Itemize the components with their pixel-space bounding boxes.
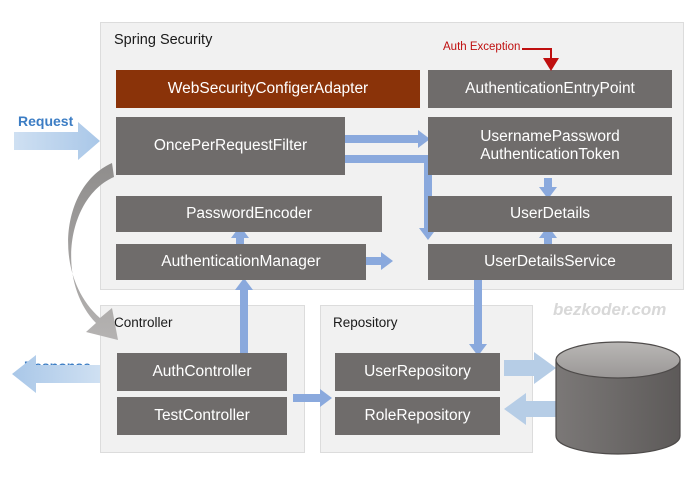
arrow-filter-to-token-shaft xyxy=(345,135,422,143)
arrow-authmanager-to-userdetailsservice-shaft xyxy=(366,257,384,265)
component-username-password-authentication-token[interactable]: UsernamePassword AuthenticationToken xyxy=(428,117,672,175)
panel-title-spring-security: Spring Security xyxy=(114,32,213,48)
arrow-authcontroller-to-authmanager-shaft xyxy=(240,285,248,353)
component-user-details[interactable]: UserDetails xyxy=(428,196,672,232)
auth-exception-arrowhead xyxy=(543,58,559,71)
component-password-encoder[interactable]: PasswordEncoder xyxy=(116,196,382,232)
component-authentication-entry-point[interactable]: AuthenticationEntryPoint xyxy=(428,70,672,108)
arrow-authmanager-to-passwordencoder-shaft xyxy=(236,232,244,244)
panel-title-controller: Controller xyxy=(114,315,173,330)
response-label: Response xyxy=(24,358,91,374)
component-web-security-config-adapter[interactable]: WebSecurityConfigerAdapter xyxy=(116,70,420,108)
component-user-repository[interactable]: UserRepository xyxy=(335,353,500,391)
arrow-authmanager-to-userdetailsservice-head xyxy=(381,252,393,270)
arrow-controller-to-repository-shaft xyxy=(293,394,323,402)
auth-exception-line-h xyxy=(522,48,552,50)
token-label-line-2: AuthenticationToken xyxy=(480,146,620,163)
site-watermark: bezkoder.com xyxy=(553,300,667,319)
arrow-filter-to-userdetailsservice-v xyxy=(424,155,432,231)
arrow-filter-to-token-head xyxy=(418,130,430,148)
token-label-line-1: UsernamePassword xyxy=(480,127,620,145)
arrow-controller-to-repository-head xyxy=(320,389,332,407)
database-label: Database xyxy=(582,390,652,407)
auth-exception-line-v xyxy=(550,48,552,60)
component-user-details-service[interactable]: UserDetailsService xyxy=(428,244,672,280)
arrow-userdetailsservice-to-userdetails-shaft xyxy=(544,232,552,244)
component-auth-controller[interactable]: AuthController xyxy=(117,353,287,391)
component-test-controller[interactable]: TestController xyxy=(117,397,287,435)
component-role-repository[interactable]: RoleRepository xyxy=(335,397,500,435)
arrow-userdetailsservice-to-userrepository-shaft xyxy=(474,278,482,347)
arrow-token-to-userdetails-shaft xyxy=(544,178,552,189)
component-authentication-manager[interactable]: AuthenticationManager xyxy=(116,244,366,280)
panel-title-repository: Repository xyxy=(333,315,398,330)
component-once-per-request-filter[interactable]: OncePerRequestFilter xyxy=(116,117,345,175)
request-label: Request xyxy=(18,113,74,129)
arrow-authcontroller-to-authmanager-head xyxy=(235,278,253,290)
auth-exception-label: Auth Exception xyxy=(443,41,521,53)
arrow-filter-to-userdetailsservice-h xyxy=(345,155,432,163)
